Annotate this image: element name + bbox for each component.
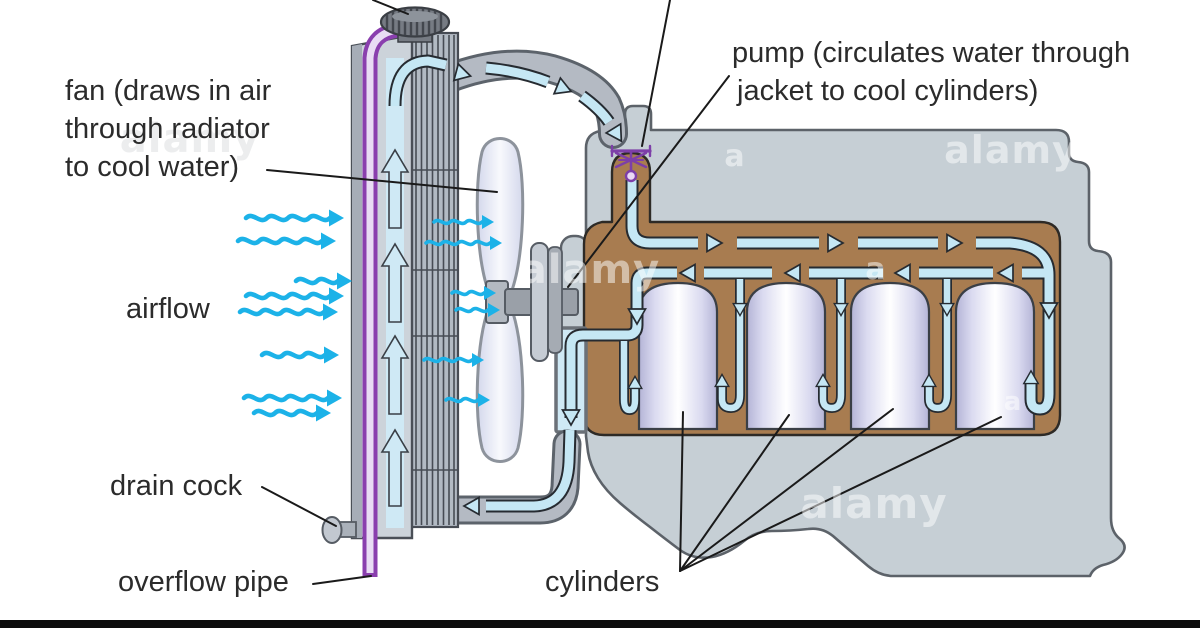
label-drain-cock: drain cock [110, 470, 243, 502]
bottom-hose [438, 429, 582, 525]
wavy-arrow [235, 236, 325, 246]
up-arrow-icon [380, 428, 410, 507]
watermark-alamy-ghost: alamy [120, 116, 260, 162]
label-pump-line2: jacket to cool cylinders) [736, 75, 1038, 107]
label-fan-line1: fan (draws in air [65, 75, 272, 107]
bottom-bar [0, 620, 1200, 628]
watermark-letter: a [1004, 387, 1023, 417]
wavy-arrow [424, 239, 492, 247]
wavy-arrow [237, 307, 327, 317]
coolant-channels [561, 180, 1059, 426]
wavy-arrow [422, 356, 474, 364]
watermarks: alamy alamy alamy a a a [520, 128, 1078, 528]
watermark-alamy: alamy [800, 479, 947, 528]
hose-flow [485, 63, 550, 87]
cylinders-group [637, 281, 1036, 431]
label-pump-line1: pump (circulates water through [732, 37, 1130, 69]
wavy-arrow [243, 213, 333, 223]
leader-drain-cock [261, 486, 337, 527]
hose-flow [486, 429, 575, 511]
airflow-arrows-left [235, 209, 352, 422]
radiator-core [409, 31, 460, 529]
radiator [321, 6, 460, 577]
up-arrow-icon [380, 148, 410, 229]
leader-cylinder [679, 408, 894, 572]
leader-lines [261, 0, 1002, 585]
label-overflow-pipe: overflow pipe [118, 566, 289, 598]
wavy-arrow [251, 408, 320, 418]
leader-filler-cap-cutoff [372, 0, 409, 15]
wavy-arrow [450, 289, 486, 297]
label-airflow: airflow [126, 293, 211, 325]
cylinder [637, 281, 719, 431]
hose-flow [579, 92, 613, 125]
airflow-arrows-inner [422, 215, 502, 407]
radiator-outlet-flow [388, 54, 474, 107]
label-cylinders: cylinders [545, 566, 659, 598]
leader-cylinder [679, 414, 790, 572]
cylinder [849, 281, 931, 431]
label-fan-line3: to cool water) [65, 151, 239, 183]
radiator-fins [412, 35, 458, 525]
leader-pump [567, 75, 730, 288]
leader-fan [266, 169, 498, 193]
cylinder [954, 281, 1036, 431]
filler-cap [379, 6, 451, 43]
up-arrow-icon [380, 334, 410, 415]
label-fan-line2: through radiator [65, 113, 270, 145]
wavy-arrow [432, 218, 484, 226]
watermark-letter: a [865, 252, 886, 287]
cylinder [745, 281, 827, 431]
watermark-alamy: alamy [520, 247, 660, 293]
wavy-arrow [293, 276, 341, 286]
top-hose [435, 49, 630, 149]
wavy-arrow [241, 393, 331, 403]
leader-overflow-pipe [312, 575, 372, 585]
leader-thermostat-cutoff [641, 0, 671, 147]
labels: fan (draws in air through radiator to co… [65, 37, 1130, 598]
wavy-arrow [259, 350, 328, 360]
radiator-tank-edge [352, 44, 362, 538]
watermark-letter: a [724, 139, 745, 174]
drain-cock [321, 516, 357, 544]
leader-cylinder [679, 416, 1002, 572]
fan-pulley [530, 242, 549, 362]
wavy-arrow [243, 291, 333, 301]
up-arrow-icon [380, 242, 410, 323]
wavy-arrow [444, 396, 480, 404]
watermark-alamy: alamy [944, 128, 1078, 172]
thermostat-icon [610, 144, 652, 183]
wavy-arrow [454, 306, 490, 314]
leader-cylinder [679, 411, 684, 572]
coolant-up-arrows [380, 148, 410, 507]
